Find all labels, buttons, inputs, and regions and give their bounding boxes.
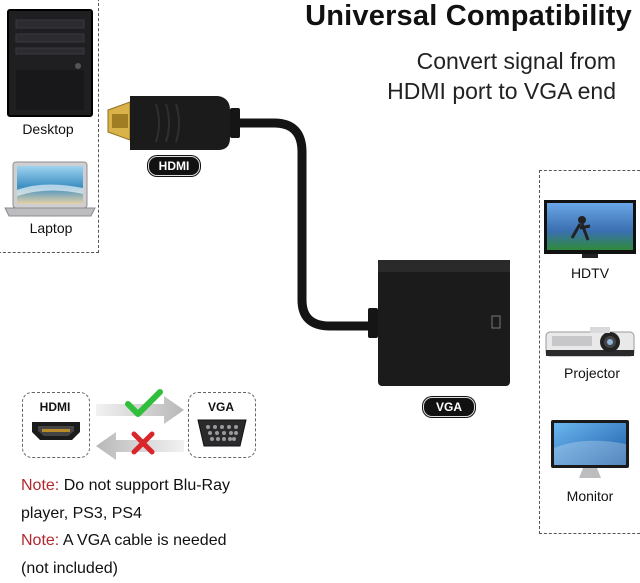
hdmi-to-vga-adapter-icon [106,80,518,397]
legend-hdmi-label: HDMI [39,400,71,414]
hdmi-port-icon [30,420,82,447]
cross-icon [130,430,156,461]
legend-vga-label: VGA [207,400,234,414]
note-1: Note: Do not support Blu-Ray player, PS3… [21,472,291,528]
hdmi-pill-label: HDMI [148,156,200,176]
vga-port-icon [196,418,248,453]
projector-icon [542,322,638,367]
headline-title: Universal Compatibility [305,0,632,32]
monitor-label: Monitor [566,488,614,504]
note-2-prefix: Note: [21,532,60,549]
hdtv-icon [542,198,638,265]
note-2-line-1: A VGA cable is needed [59,532,227,549]
monitor-icon [549,418,631,487]
headline-subtitle: Convert signal from HDMI port to VGA end [330,46,616,106]
note-1-line-1: Do not support Blu-Ray [59,477,230,494]
note-1-line-2: player, PS3, PS4 [21,505,142,522]
laptop-label: Laptop [29,220,73,236]
note-2: Note: A VGA cable is needed (not include… [21,527,291,583]
note-2-line-2: (not included) [21,560,118,577]
subtitle-line-2: HDMI port to VGA end [387,78,616,104]
note-1-prefix: Note: [21,477,60,494]
source-devices-box [0,0,99,253]
display-devices-box [539,170,640,534]
projector-label: Projector [563,365,621,381]
desktop-tower-icon [6,8,94,125]
laptop-icon [3,160,97,225]
hdtv-label: HDTV [570,265,610,281]
desktop-label: Desktop [22,121,74,137]
checkmark-icon [124,388,164,423]
vga-pill-label: VGA [423,397,475,417]
subtitle-line-1: Convert signal from [416,48,616,74]
